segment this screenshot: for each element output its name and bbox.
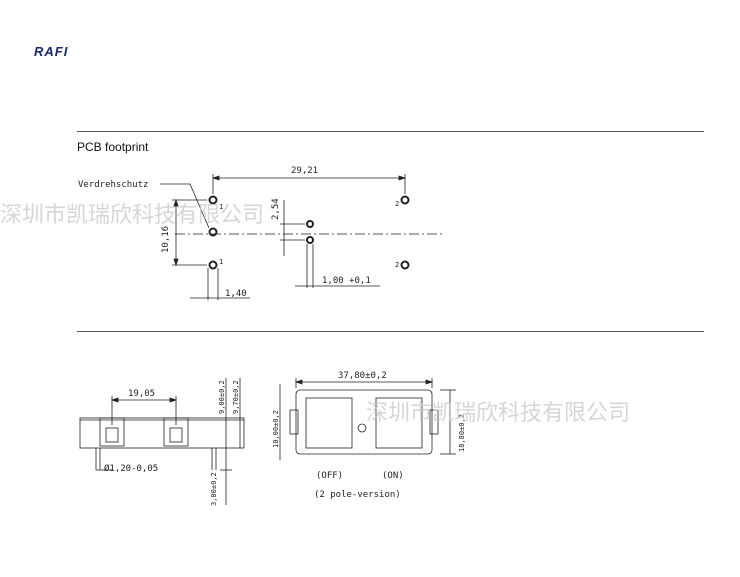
side-view-drawing [79,378,245,505]
dim-width: 29,21 [291,166,318,176]
hole-mid-left [208,227,218,237]
label-off: (OFF) [316,471,343,481]
side-dim-pin-diameter: Ø1,20-0,05 [104,463,158,474]
middle-divider [77,331,704,332]
dim-small-vertical: 2,54 [271,198,281,220]
pin-label-1-top: 1 [219,203,223,211]
label-verdrehschutz: Verdrehschutz [78,180,148,190]
rafi-logo: RAFI [34,44,69,59]
front-bezel [295,389,433,455]
top-divider [77,131,704,132]
watermark-upper: 深圳市凯瑞欣科技有限公司 [0,203,264,228]
side-dim-pin-length: 3,00±0,2 [210,472,218,506]
dim-pitch-vertical: 10,16 [161,226,171,253]
center-indicator [357,423,367,433]
dim-hole-diameter: 1,00 +0,1 [322,276,371,286]
side-dim-height-2: 9,70±0,2 [232,380,240,414]
front-dim-height-left: 10,00±0,2 [272,410,280,448]
hole-top-left [208,195,218,205]
side-dim-spacing: 19,05 [128,389,155,399]
hole-bottom-left [208,260,218,270]
footprint-drawing [160,174,445,300]
hole-small-bottom [306,236,314,244]
rocker-off-side [305,397,353,449]
hole-top-right [400,195,410,205]
pin-label-2-bottom: 2 [395,261,399,269]
hole-small-top [306,220,314,228]
section-title: PCB footprint [77,140,149,154]
watermark-lower: 深圳市凯瑞欣科技有限公司 [366,401,630,426]
hole-bottom-right [400,260,410,270]
side-dim-height-1: 9,00±0,2 [218,380,226,414]
label-on: (ON) [382,471,404,481]
pin-label-2-top: 2 [395,200,399,208]
label-2-pole-version: (2 pole-version) [314,490,401,500]
side-body [79,417,245,449]
front-dim-height-right: 18,80±0,2 [458,414,466,452]
pin-label-1-bottom: 1 [219,258,223,266]
front-view-drawing [279,378,456,460]
rocker-on-side [375,397,423,449]
front-dim-width: 37,80±0,2 [338,371,387,381]
dim-pitch-horizontal: 1,40 [225,289,247,299]
